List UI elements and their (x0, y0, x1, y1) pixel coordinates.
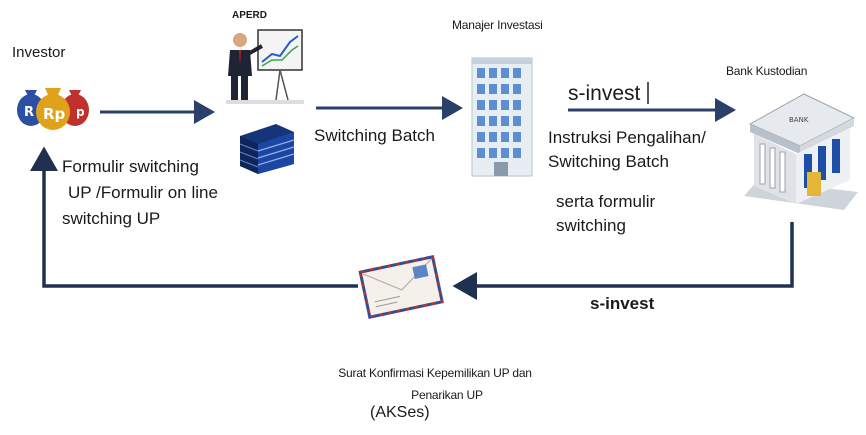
manajer-bank-detail: Instruksi Pengalihan/ Switching Batch (548, 126, 706, 174)
investor-label: Investor (12, 44, 66, 61)
manajer-bank-line-2: Switching Batch (548, 152, 669, 171)
bank-label: Bank Kustodian (726, 64, 808, 78)
manajer-bank-line-3: serta formulir (556, 192, 656, 211)
money-bags-icon: R Rp p (13, 78, 93, 130)
caption-line-2: Penarikan UP (411, 388, 483, 402)
aperd-label: APERD (232, 10, 268, 21)
investor-aperd-line-2: UP /Formulir on line (68, 183, 218, 202)
investor-aperd-line-3: switching UP (62, 209, 161, 228)
bank-building-icon: BANK (734, 88, 860, 216)
aperd-manajer-label: Switching Batch (314, 126, 435, 145)
manajer-label: Manajer Investasi (452, 18, 543, 32)
svg-text:R: R (24, 105, 34, 120)
office-building-icon (236, 120, 298, 175)
tower-building-icon (470, 54, 534, 178)
manajer-bank-label: s-invest (568, 82, 641, 105)
svg-text:p: p (76, 105, 85, 119)
caption-abbreviation: (AKSes) (370, 404, 430, 421)
investor-aperd-line-1: Formulir switching (62, 157, 199, 176)
presenter-chart-icon (222, 26, 306, 106)
manajer-bank-detail-2: serta formulir switching (556, 190, 655, 238)
svg-text:BANK: BANK (789, 116, 809, 124)
airmail-envelope-icon (358, 250, 444, 322)
bank-investor-caption: Surat Konfirmasi Kepemilikan UP dan Pena… (270, 362, 600, 406)
manajer-bank-line-4: switching (556, 216, 626, 235)
svg-text:Rp: Rp (43, 105, 66, 123)
manajer-bank-line-1: Instruksi Pengalihan/ (548, 128, 706, 147)
bank-investor-label: s-invest (590, 294, 655, 313)
investor-aperd-label: Formulir switching UP /Formulir on line … (62, 154, 218, 232)
arrow-envelope-investor (30, 146, 358, 288)
caption-line-1: Surat Konfirmasi Kepemilikan UP dan (338, 366, 532, 380)
arrow-bank-investor-return (452, 222, 794, 300)
